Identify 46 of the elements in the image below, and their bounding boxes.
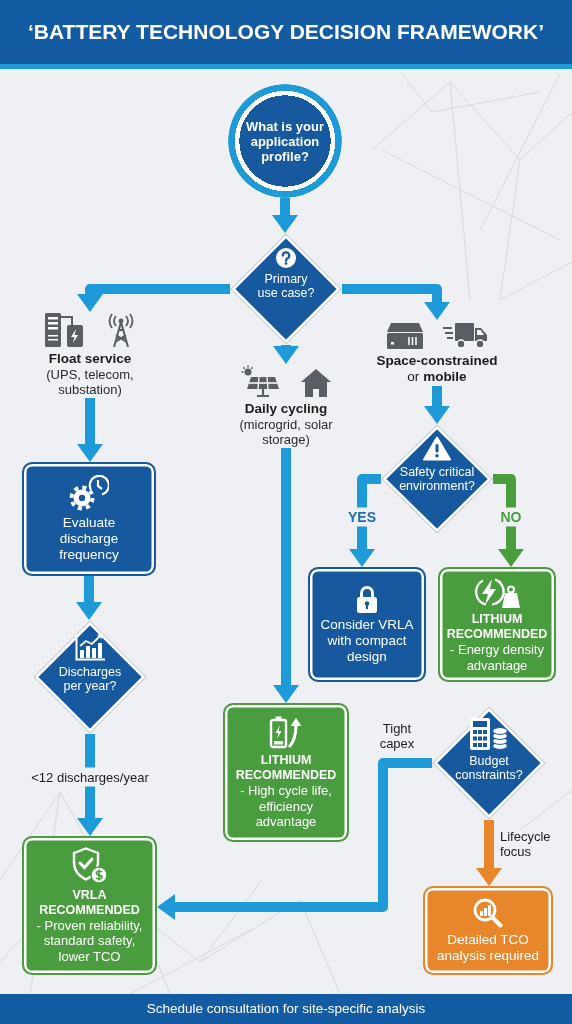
category-detail: (UPS, telecom, substation) (45, 367, 135, 397)
decision-diamond (432, 706, 546, 820)
flow-arrow (77, 398, 103, 462)
flow-arrow (476, 820, 502, 886)
footer-text: Schedule consultation for site-specific analysis (146, 1001, 426, 1017)
recommendation-card (438, 567, 556, 682)
recommendation-detail: - Proven reliability, standard safety, lower TCO (35, 917, 144, 965)
flow-arrow (77, 734, 103, 836)
process-card (22, 462, 156, 576)
category-heading: Daily cycling (244, 401, 328, 417)
recommendation-heading: LITHIUM RECOMMENDED (445, 612, 549, 642)
edge-label: Lifecycle focus (500, 829, 552, 859)
question-text: Primary use case? (256, 272, 316, 300)
recommendation-heading: VRLA RECOMMENDED (38, 887, 141, 918)
question-text: What is your application profile? (245, 118, 325, 164)
decision-diamond (230, 233, 342, 345)
recommendation-heading: LITHIUM RECOMMENDED (234, 753, 338, 784)
step-text: Consider VRLA with compact design (319, 616, 415, 665)
category-label: Space-constrained or mobile (375, 353, 499, 385)
category-heading: Float service (48, 351, 132, 367)
decision-diamond (33, 620, 147, 734)
flow-arrow (76, 576, 102, 620)
flow-arrow (349, 474, 381, 567)
question-text: Safety critical environment? (398, 465, 476, 493)
flow-arrow (272, 198, 298, 233)
flow-arrow (493, 474, 524, 567)
decision-diamond (381, 424, 493, 534)
recommendation-detail: - Energy density advantage (449, 642, 545, 673)
flow-arrow (342, 284, 450, 320)
result-card (308, 567, 426, 682)
step-text: Detailed TCO analysis required (435, 931, 541, 964)
category-detail: (microgrid, solar storage) (238, 417, 334, 447)
flow-arrow (77, 284, 230, 312)
question-text: Discharges per year? (57, 665, 123, 693)
question-text: Budget constraints? (454, 754, 524, 782)
result-card (423, 886, 553, 975)
flow-arrow (424, 386, 450, 424)
recommendation-card (22, 836, 157, 975)
flow-arrow (157, 758, 432, 920)
flow-arrow (273, 448, 299, 703)
recommendation-detail: - High cycle life, efficiency advantage (239, 783, 333, 830)
flow-arrow (273, 345, 299, 364)
step-text: Evaluate discharge frequency (58, 515, 120, 563)
title-text: ‘BATTERY TECHNOLOGY DECISION FRAMEWORK’ (27, 19, 545, 45)
recommendation-card (223, 703, 349, 842)
edge-label: Tight capex (378, 721, 416, 751)
